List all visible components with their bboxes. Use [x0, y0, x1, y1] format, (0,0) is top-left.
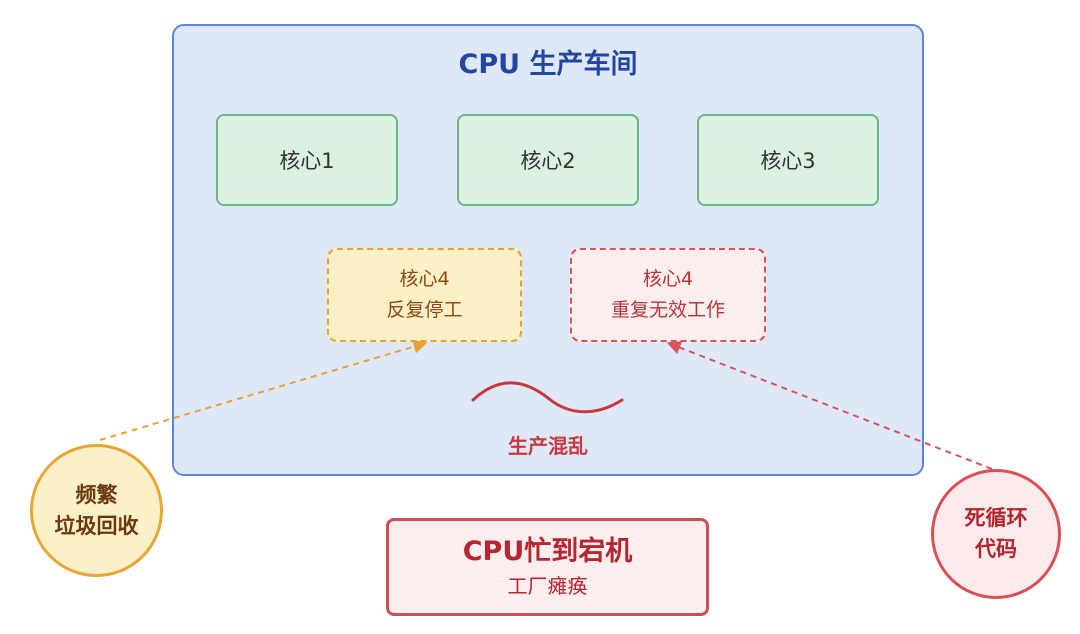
chaos-label: 生产混乱: [508, 434, 588, 458]
core-4-stalled-status: 反复停工: [386, 299, 463, 321]
crash-title: CPU忙到宕机: [462, 536, 633, 567]
loop-cause-circle: 死循环 代码: [931, 469, 1061, 599]
core-4-busy-box: 核心4 重复无效工作: [570, 248, 766, 342]
cpu-crash-box: CPU忙到宕机 工厂瘫痪: [386, 518, 709, 616]
core-1-box: 核心1: [216, 114, 398, 206]
loop-cause-line2: 代码: [975, 537, 1017, 561]
core-4-busy-name: 核心4: [642, 268, 694, 290]
gc-cause-circle: 频繁 垃圾回收: [30, 444, 163, 577]
core-3-label: 核心3: [760, 149, 816, 173]
cpu-workshop-container: [172, 24, 924, 476]
loop-cause-line1: 死循环: [964, 506, 1028, 530]
loop-connector-arrow: [666, 341, 993, 470]
core-2-label: 核心2: [520, 149, 576, 173]
core-4-busy-status: 重复无效工作: [610, 299, 725, 321]
core-4-stalled-box: 核心4 反复停工: [327, 248, 522, 342]
chaos-wave-icon: [471, 381, 624, 414]
core-3-box: 核心3: [697, 114, 879, 206]
crash-subtitle: 工厂瘫痪: [507, 574, 588, 598]
core-2-box: 核心2: [457, 114, 639, 206]
core-4-stalled-name: 核心4: [399, 268, 450, 290]
workshop-title: CPU 生产车间: [458, 49, 638, 80]
gc-connector-arrow: [99, 339, 428, 441]
gc-cause-line2: 垃圾回收: [54, 513, 139, 538]
gc-cause-line1: 频繁: [75, 482, 118, 507]
core-1-label: 核心1: [279, 149, 335, 173]
